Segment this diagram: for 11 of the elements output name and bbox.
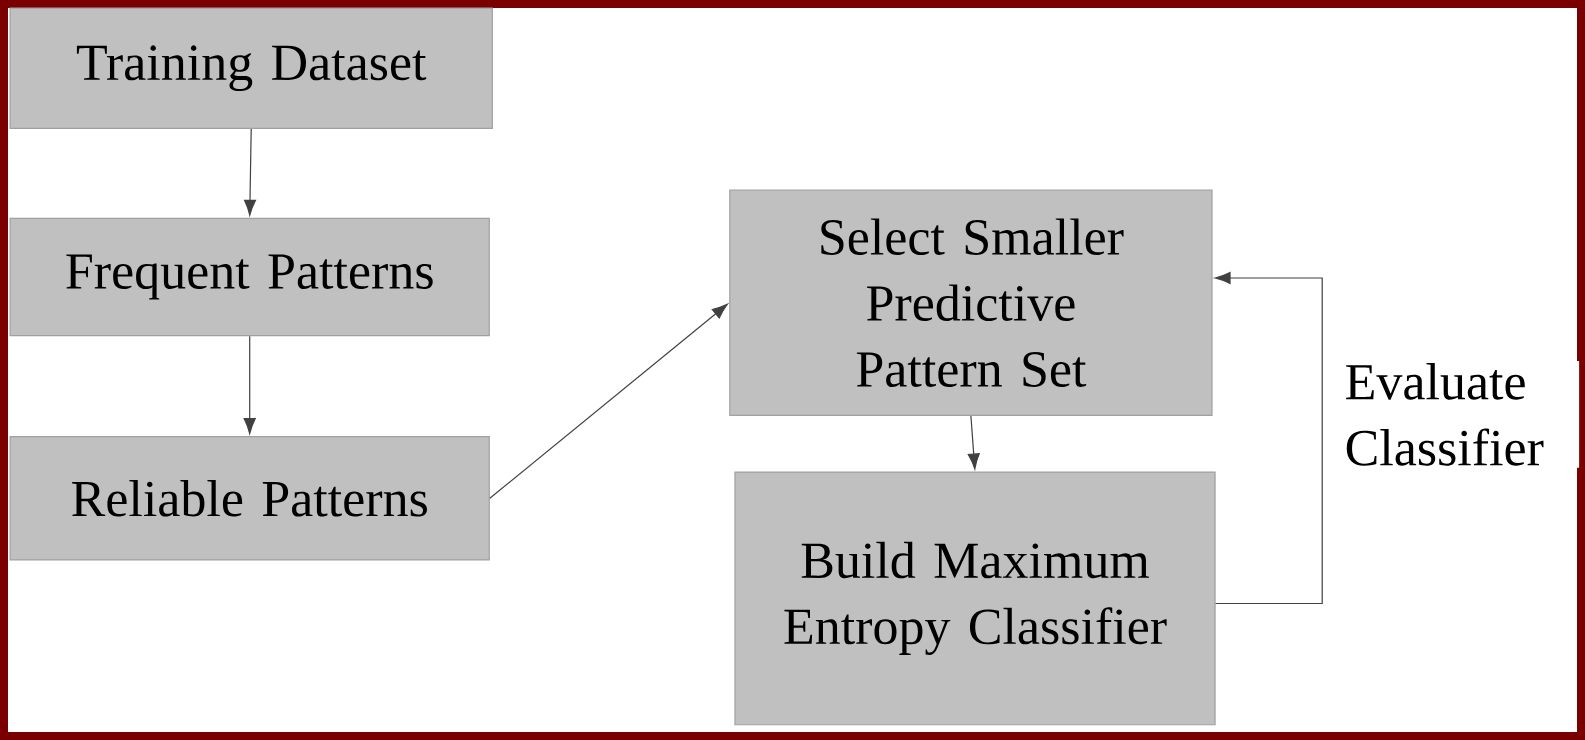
arrow	[243, 335, 256, 435]
process-box: Select Smaller Predictive Pattern Set	[729, 189, 1213, 416]
arrow	[243, 128, 257, 216]
process-box: Frequent Patterns	[9, 217, 490, 337]
process-box: Training Dataset	[9, 7, 493, 129]
edge-label: Evaluate Classifier	[1342, 361, 1580, 468]
arrow	[1214, 271, 1323, 605]
arrow	[967, 415, 980, 470]
process-box: Reliable Patterns	[9, 436, 490, 561]
process-box: Build Maximum Entropy Classifier	[734, 471, 1216, 726]
arrow	[489, 303, 728, 499]
